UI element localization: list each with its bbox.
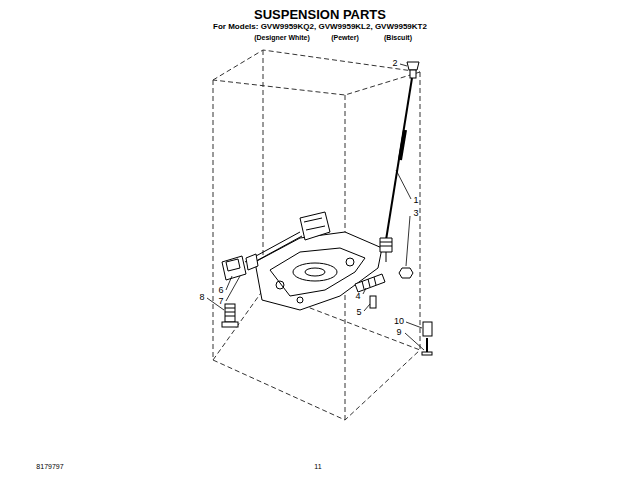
nut <box>399 268 413 278</box>
callout-number: 6 <box>218 286 223 295</box>
callout-number: 9 <box>396 328 401 337</box>
model-list: For Models: GVW9959KQ2, GVW9959KL2, GVW9… <box>213 23 427 31</box>
title: SUSPENSION PARTS <box>254 8 386 21</box>
cabinet-outline <box>213 50 420 420</box>
pivot-bolt <box>355 274 385 308</box>
page-number: 11 <box>314 463 321 470</box>
document-number: 8179797 <box>36 463 63 470</box>
callout-number: 7 <box>218 297 223 306</box>
callout-number: 3 <box>413 209 418 218</box>
color-name: (Pewter) <box>331 34 359 41</box>
color-name: (Designer White) <box>254 34 310 41</box>
leveling-leg <box>222 304 238 327</box>
color-name: (Biscuit) <box>384 34 412 41</box>
suspension-rod <box>380 62 419 262</box>
callout-number: 10 <box>394 317 404 326</box>
callout-number: 5 <box>356 308 361 317</box>
leader-lines <box>207 64 424 350</box>
callout-number: 4 <box>355 292 360 301</box>
callout-number: 2 <box>392 59 397 68</box>
callout-number: 8 <box>199 293 204 302</box>
base-assembly <box>255 232 382 310</box>
callout-number: 1 <box>413 196 418 205</box>
suspension-bracket <box>222 212 330 280</box>
